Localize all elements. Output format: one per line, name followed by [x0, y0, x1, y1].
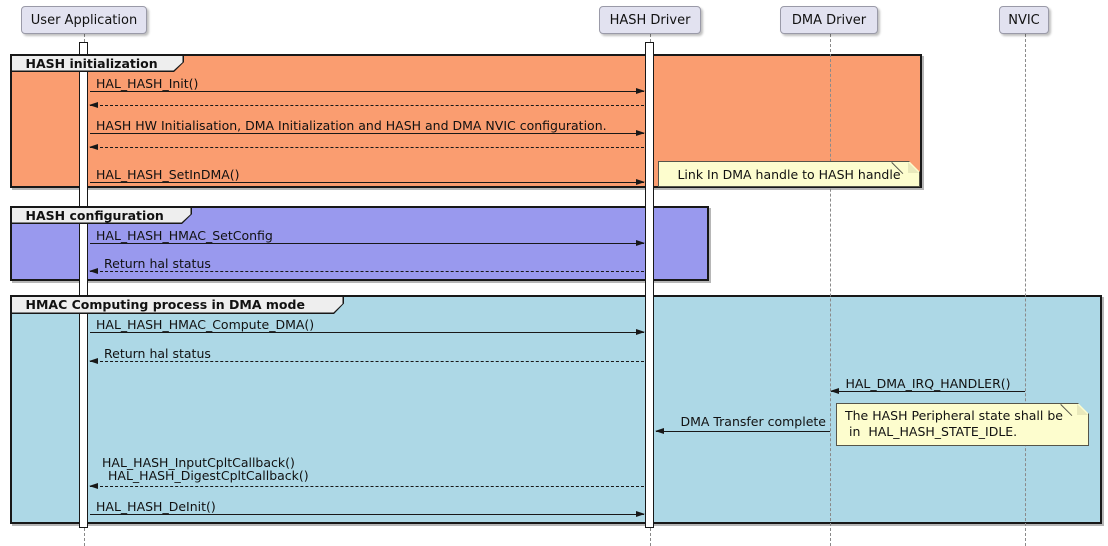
- note-hash-state-idle: The HASH Peripheral state shall be in HA…: [836, 403, 1089, 446]
- arrow-return-hal-status-1: [89, 267, 644, 274]
- note-text: The HASH Peripheral state shall be in HA…: [837, 404, 1088, 443]
- arrowhead-icon: [89, 357, 98, 364]
- arrowhead-icon: [636, 178, 645, 185]
- msg-hw-initialisation: HASH HW Initialisation, DMA Initializati…: [96, 118, 607, 133]
- group-hash-initialization: [10, 54, 922, 188]
- participant-user-application: User Application: [21, 6, 147, 34]
- note-line-1: The HASH Peripheral state shall be: [845, 408, 1063, 423]
- msg-deinit: HAL_HASH_DeInit(): [96, 499, 216, 514]
- msg-digest-cplt-callback: HAL_HASH_DigestCpltCallback(): [108, 468, 309, 483]
- arrow-dma-irq-handler: [830, 387, 1025, 394]
- arrow-hw-init-return: [89, 143, 644, 150]
- participant-dma-driver: DMA Driver: [780, 6, 878, 34]
- note-link-dma-handle: Link In DMA handle to HASH handle: [658, 161, 920, 187]
- msg-input-cplt-callback: HAL_HASH_InputCpltCallback(): [102, 455, 295, 470]
- arrowhead-icon: [636, 239, 645, 246]
- group-header-hash-configuration: HASH configuration: [10, 206, 192, 224]
- arrowhead-icon: [89, 101, 98, 108]
- msg-dma-transfer-complete: DMA Transfer complete: [680, 414, 826, 429]
- msg-set-in-dma: HAL_HASH_SetInDMA(): [96, 167, 240, 182]
- arrowhead-icon: [830, 387, 839, 394]
- arrow-dma-transfer-complete: [655, 427, 830, 434]
- activation-user-application: [79, 42, 88, 528]
- note-line-2: in HAL_HASH_STATE_IDLE.: [849, 424, 1018, 439]
- lifeline-dma-driver: [830, 34, 831, 546]
- msg-hal-hash-init: HAL_HASH_Init(): [96, 76, 199, 91]
- arrowhead-icon: [655, 427, 664, 434]
- arrowhead-icon: [636, 510, 645, 517]
- arrow-deinit: [90, 510, 645, 517]
- arrowhead-icon: [636, 328, 645, 335]
- msg-return-hal-status-1: Return hal status: [104, 256, 211, 271]
- msg-dma-irq-handler: HAL_DMA_IRQ_HANDLER(): [845, 376, 1011, 391]
- arrow-init-return: [89, 101, 644, 108]
- arrow-return-hal-status-2: [89, 357, 644, 364]
- arrowhead-icon: [636, 129, 645, 136]
- arrowhead-icon: [89, 143, 98, 150]
- arrowhead-icon: [89, 267, 98, 274]
- msg-hmac-compute-dma: HAL_HASH_HMAC_Compute_DMA(): [96, 317, 315, 332]
- participant-nvic: NVIC: [999, 6, 1049, 34]
- activation-hash-driver: [645, 42, 654, 528]
- arrow-hal-hash-init: [90, 87, 645, 94]
- arrow-hmac-compute-dma: [90, 328, 645, 335]
- arrow-hw-initialisation: [90, 129, 645, 136]
- lifeline-nvic: [1025, 34, 1026, 546]
- msg-return-hal-status-2: Return hal status: [104, 346, 211, 361]
- arrowhead-icon: [89, 482, 98, 489]
- group-header-hmac-computing: HMAC Computing process in DMA mode: [10, 295, 344, 314]
- arrow-set-in-dma: [90, 178, 645, 185]
- arrowhead-icon: [636, 87, 645, 94]
- participant-hash-driver: HASH Driver: [599, 6, 701, 34]
- msg-hmac-set-config: HAL_HASH_HMAC_SetConfig: [96, 228, 273, 243]
- note-fold-icon: [908, 162, 919, 173]
- note-fold-icon: [1077, 404, 1088, 415]
- arrow-hmac-set-config: [90, 239, 645, 246]
- arrow-callbacks-return: [89, 482, 644, 489]
- group-header-hash-initialization: HASH initialization: [10, 54, 184, 72]
- group-title: HASH configuration: [25, 207, 164, 223]
- note-text: Link In DMA handle to HASH handle: [677, 167, 901, 182]
- group-title: HASH initialization: [25, 55, 158, 71]
- group-title: HMAC Computing process in DMA mode: [25, 297, 305, 312]
